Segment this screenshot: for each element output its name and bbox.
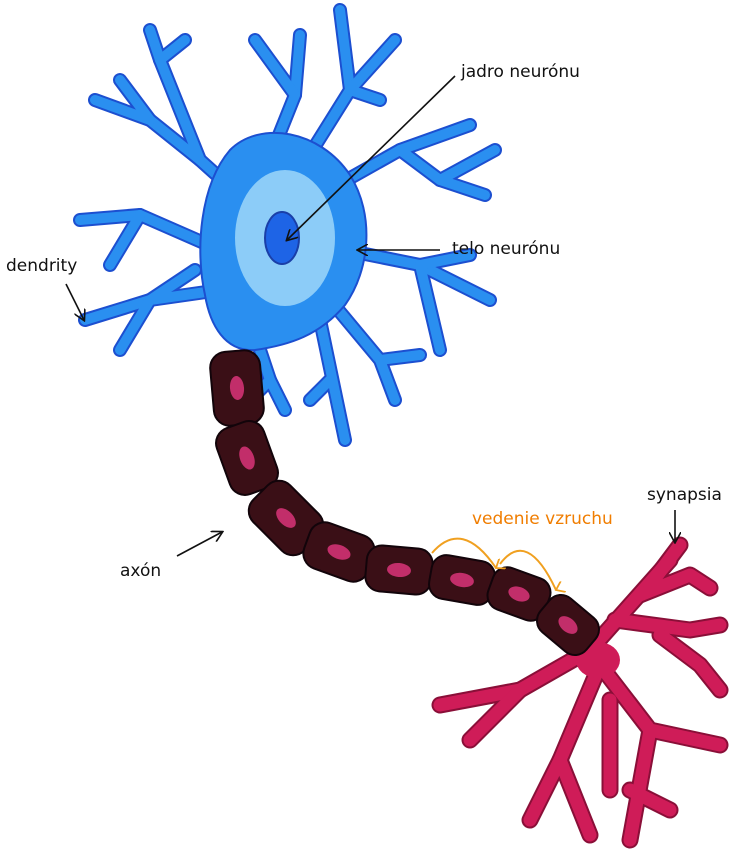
myelin-segment xyxy=(536,593,600,657)
dendrites-pointer-arrow xyxy=(65,283,84,320)
cell-body-label: telo neurónu xyxy=(452,239,561,259)
nucleus-pointer-arrow xyxy=(287,75,456,240)
dendrite-tree xyxy=(73,3,502,447)
nucleus-label: jadro neurónu xyxy=(461,62,580,82)
nucleus xyxy=(264,211,300,265)
myelin-segment xyxy=(428,554,496,606)
myelin-segment xyxy=(215,420,279,496)
impulse-label: vedenie vzruchu xyxy=(472,509,613,529)
label-pointers xyxy=(65,75,675,557)
axon xyxy=(209,349,600,657)
axon-label: axón xyxy=(120,561,162,581)
dendrites-label: dendrity xyxy=(6,256,78,276)
impulse-arrows xyxy=(431,537,556,590)
myelin-segment xyxy=(364,544,434,596)
synapse-label: synapsia xyxy=(647,485,722,505)
myelin-segment xyxy=(486,566,552,622)
myelin-segment xyxy=(209,349,265,427)
axon-terminal xyxy=(431,536,729,849)
axon-pointer-arrow xyxy=(176,532,222,557)
